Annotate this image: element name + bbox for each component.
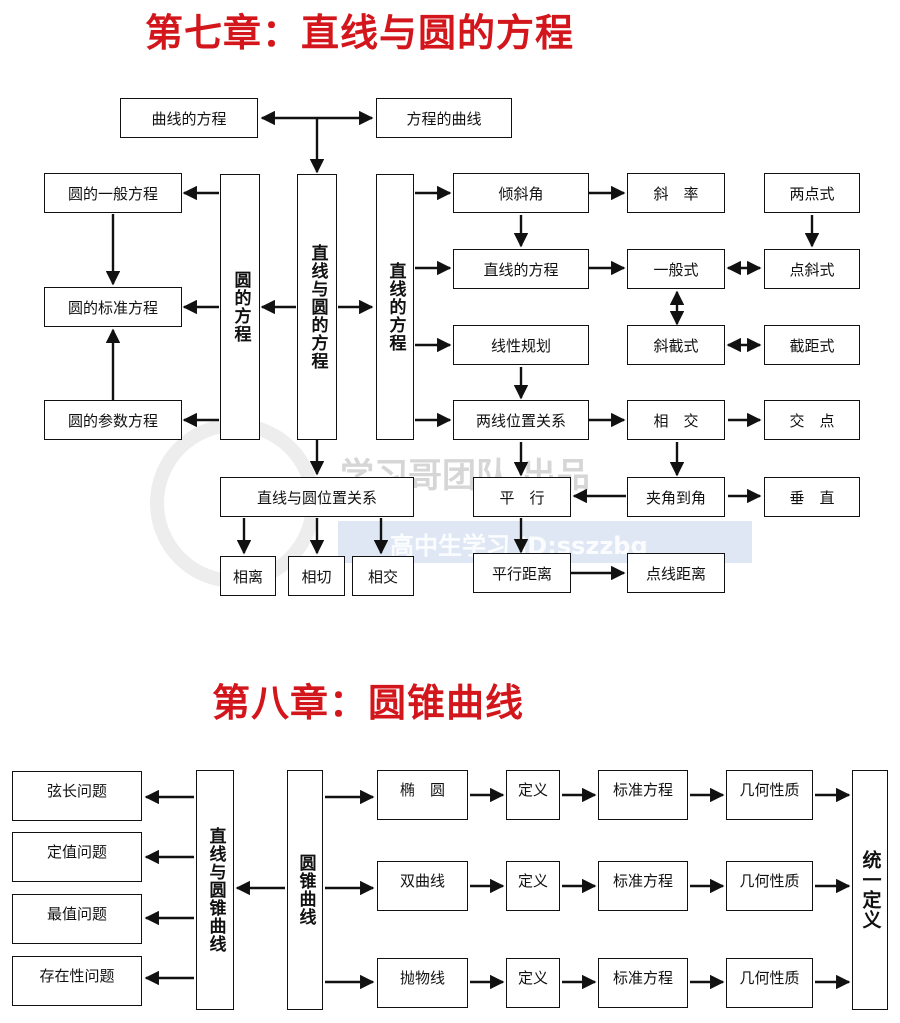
vbox-line-circle-equation: 直线与圆的方程 bbox=[297, 174, 337, 440]
box-chord-length-problem: 弦长问题 bbox=[12, 771, 142, 821]
box-ellipse-definition: 定义 bbox=[506, 770, 560, 820]
chapter7-title: 第七章：直线与圆的方程 bbox=[145, 10, 575, 55]
vbox-line-equation: 直线的方程 bbox=[376, 174, 414, 440]
box-ellipse-standard-equation: 标准方程 bbox=[598, 770, 688, 820]
box-hyperbola-definition: 定义 bbox=[506, 861, 560, 911]
box-parabola-definition: 定义 bbox=[506, 958, 560, 1008]
box-two-lines-relation: 两线位置关系 bbox=[453, 400, 589, 440]
box-curve-equation: 曲线的方程 bbox=[120, 98, 258, 138]
box-ellipse: 椭 圆 bbox=[377, 770, 468, 820]
box-parallel-distance: 平行距离 bbox=[473, 553, 571, 593]
box-two-point-form: 两点式 bbox=[764, 173, 860, 213]
box-parabola-geometric-properties: 几何性质 bbox=[726, 958, 813, 1008]
vbox-circle-equation: 圆的方程 bbox=[220, 174, 260, 440]
box-existence-problem: 存在性问题 bbox=[12, 956, 142, 1006]
box-point-slope-form: 点斜式 bbox=[764, 249, 860, 289]
box-circle-parametric-equation: 圆的参数方程 bbox=[44, 400, 182, 440]
box-linear-programming: 线性规划 bbox=[453, 325, 589, 365]
box-general-form: 一般式 bbox=[627, 249, 725, 289]
box-parabola: 抛物线 bbox=[377, 958, 468, 1008]
box-separate: 相离 bbox=[220, 556, 276, 596]
box-point-line-distance: 点线距离 bbox=[627, 553, 725, 593]
box-intersecting: 相交 bbox=[352, 556, 414, 596]
box-angle-to-angle: 夹角到角 bbox=[627, 477, 725, 517]
box-intersection-point: 交 点 bbox=[764, 400, 860, 440]
box-inclination-angle: 倾斜角 bbox=[453, 173, 589, 213]
box-parallel: 平 行 bbox=[473, 477, 571, 517]
box-intercept-form: 截距式 bbox=[764, 325, 860, 365]
vbox-conic-section: 圆锥曲线 bbox=[287, 770, 323, 1010]
box-slope-intercept-form: 斜截式 bbox=[627, 325, 725, 365]
box-tangent: 相切 bbox=[288, 556, 345, 596]
box-hyperbola-geometric-properties: 几何性质 bbox=[726, 861, 813, 911]
box-slope: 斜 率 bbox=[627, 173, 725, 213]
box-ellipse-geometric-properties: 几何性质 bbox=[726, 770, 813, 820]
box-circle-general-equation: 圆的一般方程 bbox=[44, 173, 182, 213]
box-extremum-problem: 最值问题 bbox=[12, 894, 142, 944]
box-equation-curve: 方程的曲线 bbox=[376, 98, 512, 138]
vbox-unified-definition: 统一定义 bbox=[852, 770, 888, 1010]
box-intersect: 相 交 bbox=[627, 400, 725, 440]
box-circle-standard-equation: 圆的标准方程 bbox=[44, 287, 182, 327]
chapter8-title: 第八章：圆锥曲线 bbox=[212, 680, 525, 725]
box-hyperbola-standard-equation: 标准方程 bbox=[598, 861, 688, 911]
box-line-circle-relation: 直线与圆位置关系 bbox=[220, 477, 414, 517]
box-parabola-standard-equation: 标准方程 bbox=[598, 958, 688, 1008]
box-hyperbola: 双曲线 bbox=[377, 861, 468, 911]
vbox-line-conic: 直线与圆锥曲线 bbox=[196, 770, 234, 1010]
box-fixed-value-problem: 定值问题 bbox=[12, 832, 142, 882]
box-line-equation: 直线的方程 bbox=[453, 249, 589, 289]
box-perpendicular: 垂 直 bbox=[764, 477, 860, 517]
